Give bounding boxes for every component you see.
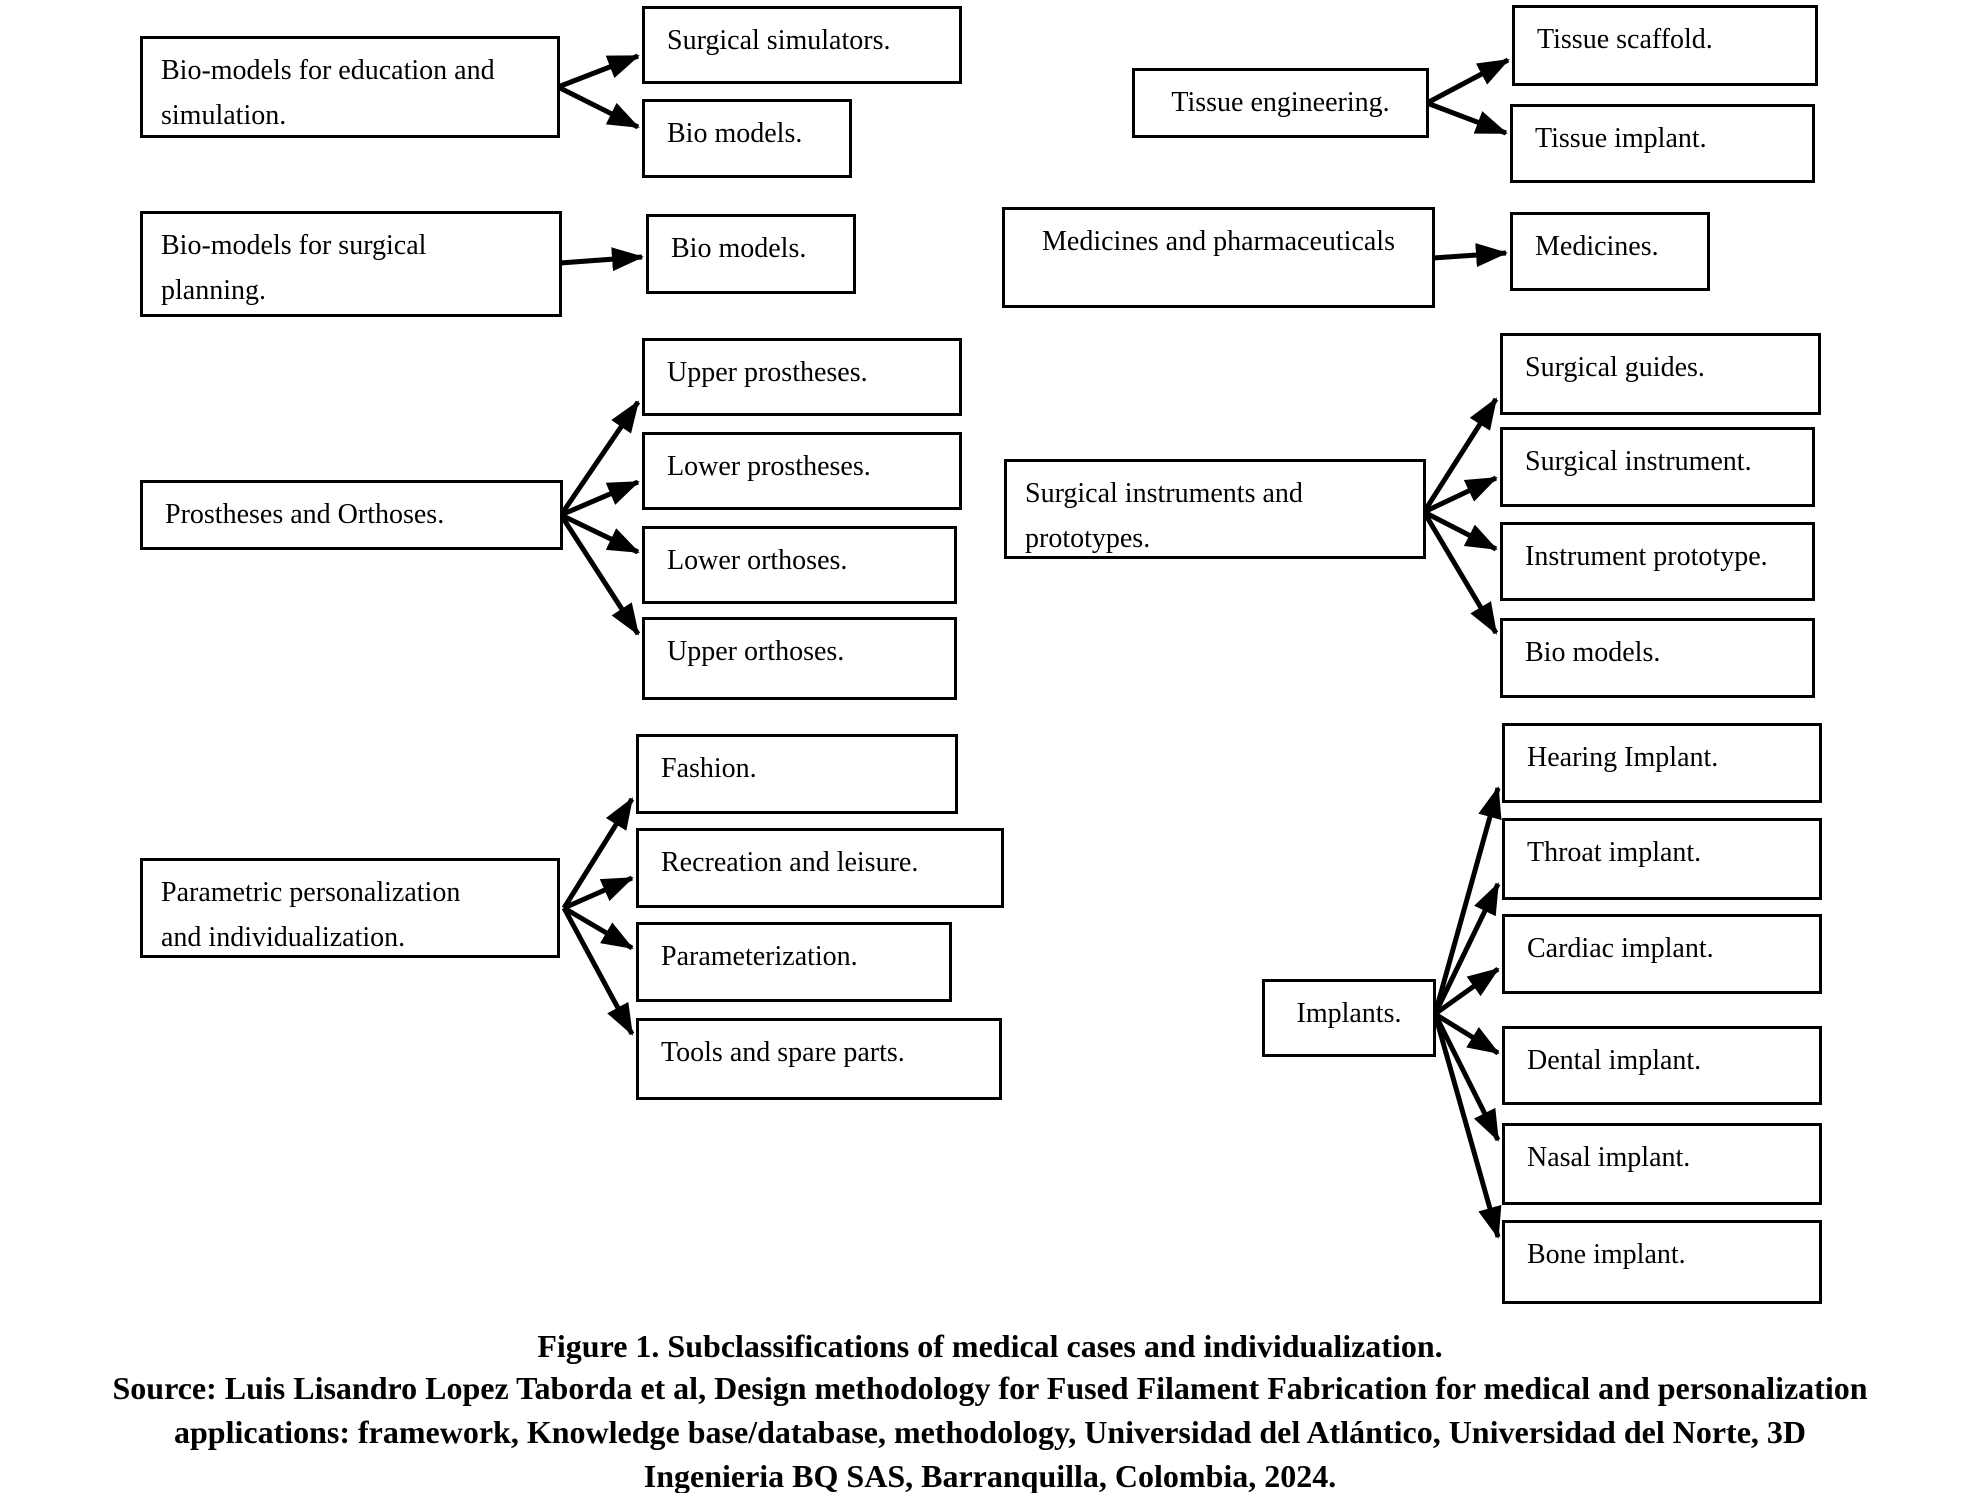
node-prostheses-orthoses: Prostheses and Orthoses. xyxy=(140,480,563,550)
node-bio-models-1: Bio models. xyxy=(642,99,852,178)
node-lower-prostheses: Lower prostheses. xyxy=(642,432,962,510)
figure-source-line: Ingenieria BQ SAS, Barranquilla, Colombi… xyxy=(643,1458,1337,1493)
node-bio-models-3: Bio models. xyxy=(1500,618,1815,698)
node-surgical-instrument: Surgical instrument. xyxy=(1500,427,1815,507)
figure-caption: Figure 1. Subclassifications of medical … xyxy=(537,1328,1443,1364)
node-surgical-instruments-prototypes: Surgical instruments and prototypes. xyxy=(1004,459,1426,559)
node-instrument-prototype: Instrument prototype. xyxy=(1500,522,1815,601)
node-throat-implant: Throat implant. xyxy=(1502,818,1822,900)
node-bio-models-education-simulation: Bio-models for education and simulation. xyxy=(140,36,560,138)
node-tissue-scaffold: Tissue scaffold. xyxy=(1512,5,1818,86)
node-cardiac-implant: Cardiac implant. xyxy=(1502,914,1822,994)
figure-source-line: applications: framework, Knowledge base/… xyxy=(173,1414,1806,1450)
node-tissue-engineering: Tissue engineering. xyxy=(1132,68,1429,138)
figure-source-line: Source: Luis Lisandro Lopez Taborda et a… xyxy=(112,1370,1868,1406)
node-hearing-implant: Hearing Implant. xyxy=(1502,723,1822,803)
node-dental-implant: Dental implant. xyxy=(1502,1026,1822,1105)
node-lower-orthoses: Lower orthoses. xyxy=(642,526,957,604)
node-implants: Implants. xyxy=(1262,979,1436,1057)
node-tools-spare-parts: Tools and spare parts. xyxy=(636,1018,1002,1100)
node-parametric-personalization: Parametric personalization and individua… xyxy=(140,858,560,958)
node-parameterization: Parameterization. xyxy=(636,922,952,1002)
node-tissue-implant: Tissue implant. xyxy=(1510,104,1815,183)
node-bio-models-surgical-planning: Bio-models for surgical planning. xyxy=(140,211,562,317)
node-surgical-simulators: Surgical simulators. xyxy=(642,6,962,84)
node-upper-orthoses: Upper orthoses. xyxy=(642,617,957,700)
node-nasal-implant: Nasal implant. xyxy=(1502,1123,1822,1205)
node-recreation-leisure: Recreation and leisure. xyxy=(636,828,1004,908)
node-fashion: Fashion. xyxy=(636,734,958,814)
node-medicines-pharmaceuticals: Medicines and pharmaceuticals xyxy=(1002,207,1435,308)
node-upper-prostheses: Upper prostheses. xyxy=(642,338,962,416)
node-bone-implant: Bone implant. xyxy=(1502,1220,1822,1304)
node-bio-models-2: Bio models. xyxy=(646,214,856,294)
figure-source: Source: Luis Lisandro Lopez Taborda et a… xyxy=(0,1366,1980,1493)
node-surgical-guides: Surgical guides. xyxy=(1500,333,1821,415)
node-medicines: Medicines. xyxy=(1510,212,1710,291)
